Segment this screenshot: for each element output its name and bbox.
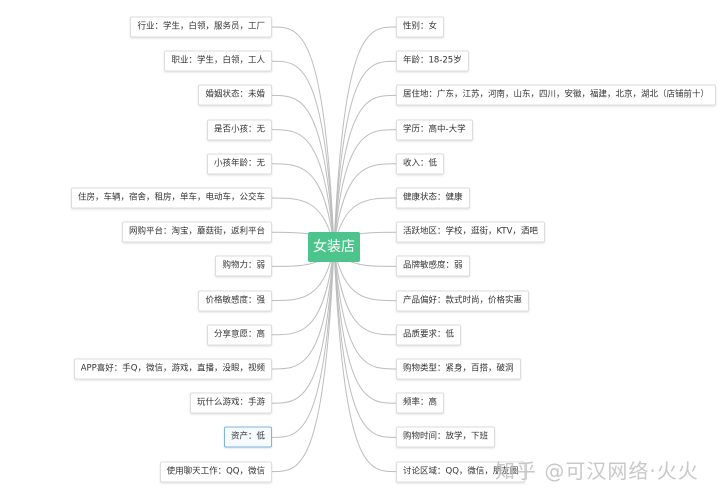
- connector-line: [271, 246, 335, 404]
- connector-line: [271, 246, 335, 438]
- topic-node-left[interactable]: APP喜好：手Q，微信，游戏，直播，没眼，视频: [73, 358, 272, 380]
- connector-line: [333, 60, 397, 248]
- topic-node-left[interactable]: 行业：学生，白领，服务员，工厂: [130, 16, 272, 38]
- topic-node-left[interactable]: 购物力：弱: [215, 255, 272, 277]
- connector-line: [333, 246, 397, 336]
- topic-node-left[interactable]: 小孩年龄：无: [206, 153, 272, 175]
- topic-node-right[interactable]: 收入：低: [396, 153, 445, 175]
- topic-node-right[interactable]: 居住地：广东，江苏，河南，山东，四川，安徽，福建，北京，湖北（店铺前十）: [396, 84, 717, 106]
- topic-node-left[interactable]: 资产：低: [223, 426, 272, 448]
- connector-line: [271, 246, 335, 473]
- connector-line: [271, 26, 335, 248]
- topic-node-left[interactable]: 是否小孩：无: [206, 119, 272, 141]
- connector-line: [333, 246, 397, 370]
- connector-line: [333, 246, 397, 404]
- topic-node-right[interactable]: 性别：女: [396, 16, 445, 38]
- connector-line: [333, 94, 397, 248]
- connector-line: [333, 129, 397, 248]
- topic-node-right[interactable]: 品牌敏感度：弱: [396, 255, 470, 277]
- central-topic-node[interactable]: 女装店: [308, 232, 360, 262]
- topic-node-left[interactable]: 婚姻状态：未婚: [198, 84, 272, 106]
- connector-line: [271, 129, 335, 248]
- watermark: 知乎 @可汉网络·火火: [495, 459, 699, 483]
- connector-line: [333, 246, 397, 438]
- topic-node-right[interactable]: 学历：高中-大学: [396, 119, 473, 141]
- topic-node-right[interactable]: 活跃地区：学校，逛街，KTV，酒吧: [396, 221, 545, 243]
- topic-node-left[interactable]: 玩什么游戏：手游: [189, 392, 272, 414]
- topic-node-left[interactable]: 分享意愿：高: [206, 324, 272, 346]
- connector-line: [333, 26, 397, 248]
- topic-node-left[interactable]: 价格敏感度：强: [198, 290, 272, 312]
- topic-node-left[interactable]: 住房，车辆，宿舍，租房，单车，电动车，公交车: [70, 187, 272, 209]
- connector-line: [333, 246, 397, 473]
- topic-node-left[interactable]: 使用聊天工作：QQ，微信: [159, 461, 272, 483]
- topic-node-right[interactable]: 产品偏好：款式时尚，价格实惠: [396, 290, 530, 312]
- connector-line: [271, 246, 335, 370]
- connector-line: [271, 246, 335, 336]
- topic-node-left[interactable]: 网购平台：淘宝，蘑菇街，返利平台: [121, 221, 272, 243]
- connector-line: [271, 94, 335, 248]
- connector-line: [271, 163, 335, 248]
- connector-line: [271, 60, 335, 248]
- topic-node-right[interactable]: 讨论区域：QQ，微信，朋友圈: [396, 461, 526, 483]
- connector-line: [271, 246, 335, 302]
- topic-node-left[interactable]: 职业：学生，白领，工人: [164, 50, 272, 72]
- topic-node-right[interactable]: 年龄：18-25岁: [396, 50, 469, 72]
- topic-node-right[interactable]: 频率：高: [396, 392, 445, 414]
- connector-line: [333, 163, 397, 248]
- topic-node-right[interactable]: 品质要求：低: [396, 324, 462, 346]
- topic-node-right[interactable]: 健康状态：健康: [396, 187, 470, 209]
- topic-node-right[interactable]: 购物类型：紧身，百搭，破洞: [396, 358, 521, 380]
- connector-line: [333, 246, 397, 302]
- topic-node-right[interactable]: 购物时间：放学，下班: [396, 426, 496, 448]
